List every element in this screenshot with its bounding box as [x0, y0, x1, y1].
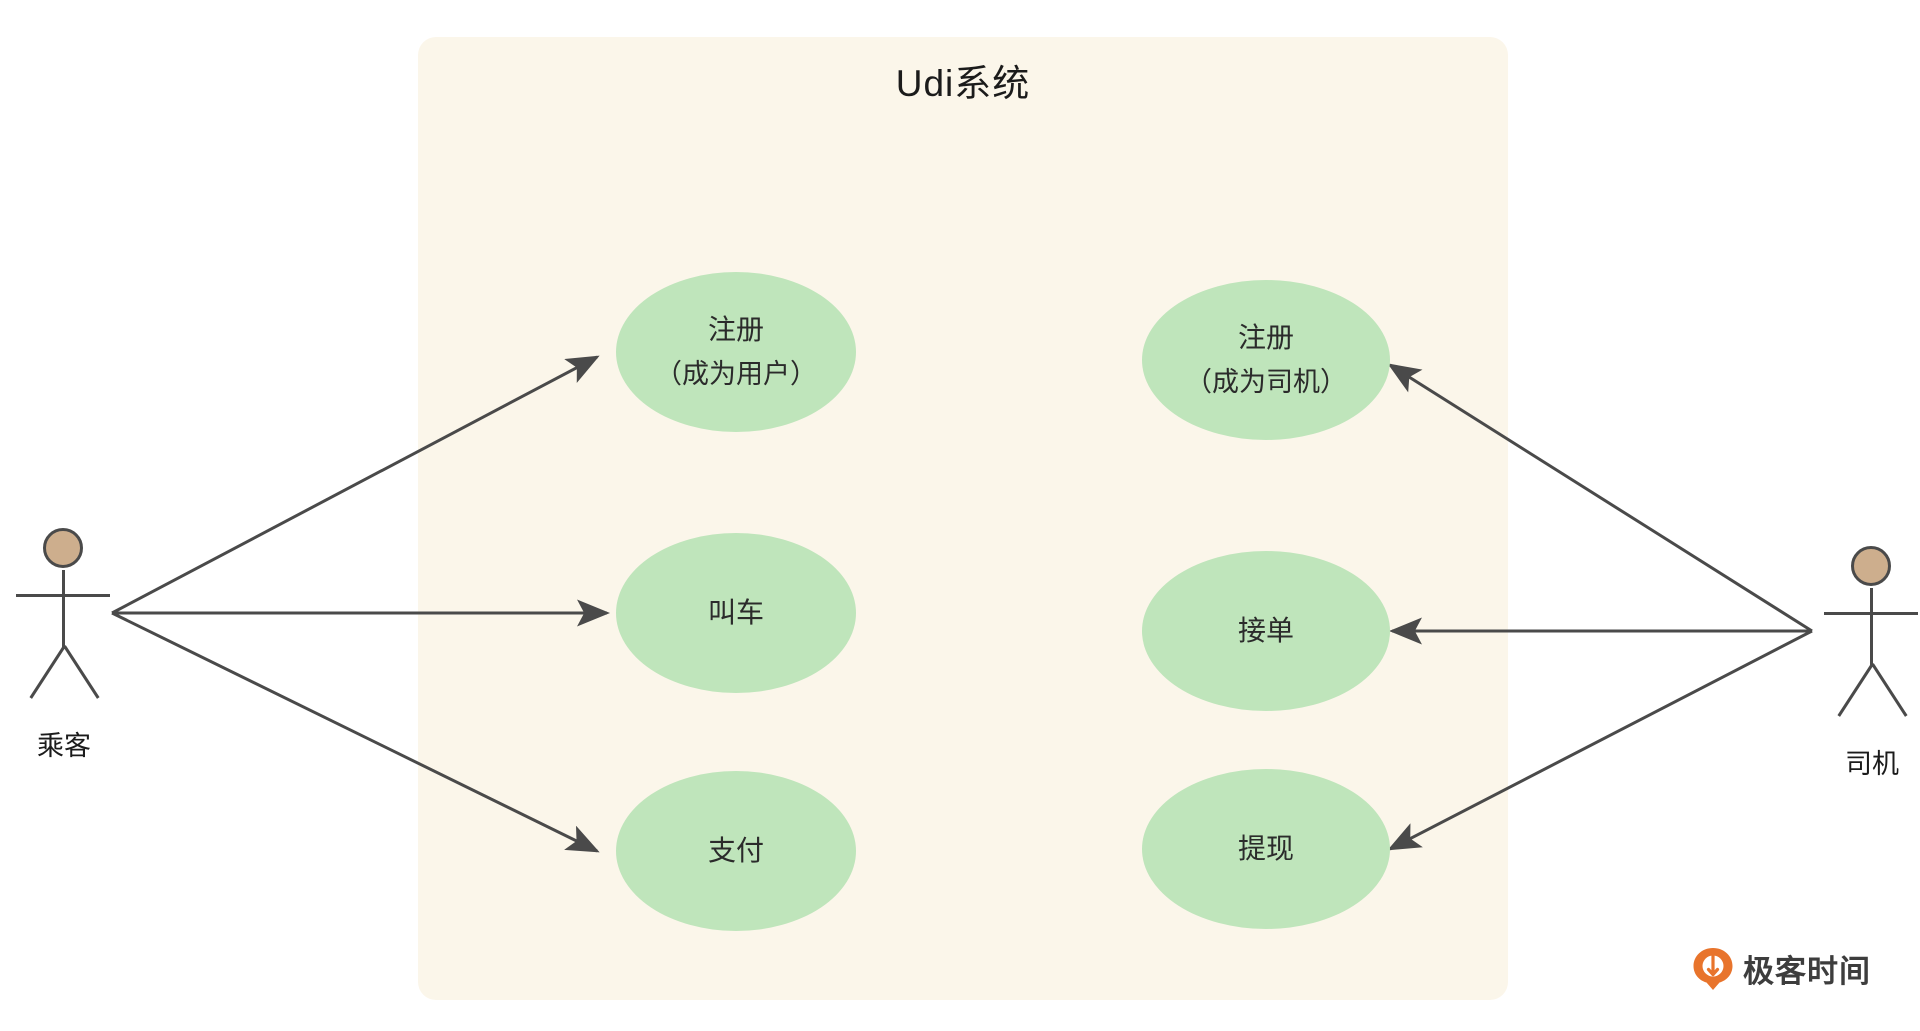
actor-arms	[16, 594, 110, 597]
actor-passenger[interactable]: 乘客	[4, 528, 124, 761]
usecase-label: 注册	[1237, 322, 1294, 353]
usecase-call-car[interactable]: 叫车	[616, 533, 856, 693]
usecase-accept-order[interactable]: 接单	[1142, 551, 1390, 711]
usecase-label: 提现	[1237, 833, 1294, 864]
actor-torso	[62, 570, 65, 648]
actor-leg-left	[1837, 663, 1874, 717]
actor-leg-left	[29, 645, 66, 699]
actor-head-icon	[1851, 546, 1891, 586]
actor-leg-right	[1871, 663, 1908, 717]
actor-driver[interactable]: 司机	[1812, 546, 1920, 779]
geektime-logo-icon	[1693, 947, 1733, 990]
actor-stick-figure	[1812, 546, 1920, 718]
actor-torso	[1870, 588, 1873, 666]
usecase-pay[interactable]: 支付	[616, 771, 856, 931]
actor-arms	[1824, 612, 1918, 615]
actor-stick-figure	[4, 528, 124, 700]
usecase-label: 支付	[707, 835, 764, 866]
watermark: 极客时间	[1692, 946, 1871, 991]
usecase-label: 叫车	[707, 597, 764, 628]
watermark-text: 极客时间	[1743, 954, 1871, 989]
usecase-register-driver[interactable]: 注册 （成为司机）	[1142, 280, 1390, 440]
usecase-withdraw[interactable]: 提现	[1142, 769, 1390, 929]
usecase-sublabel: （成为司机）	[1185, 367, 1347, 397]
usecase-sublabel: （成为用户）	[655, 359, 817, 389]
usecase-label: 注册	[707, 314, 764, 345]
actor-leg-right	[63, 645, 100, 699]
actor-head-icon	[43, 528, 83, 568]
actor-label-driver: 司机	[1845, 749, 1899, 779]
usecase-register-user[interactable]: 注册 （成为用户）	[616, 272, 856, 432]
actor-label-passenger: 乘客	[37, 731, 91, 761]
system-boundary-title: Udi系统	[895, 63, 1031, 104]
usecase-label: 接单	[1237, 615, 1294, 646]
